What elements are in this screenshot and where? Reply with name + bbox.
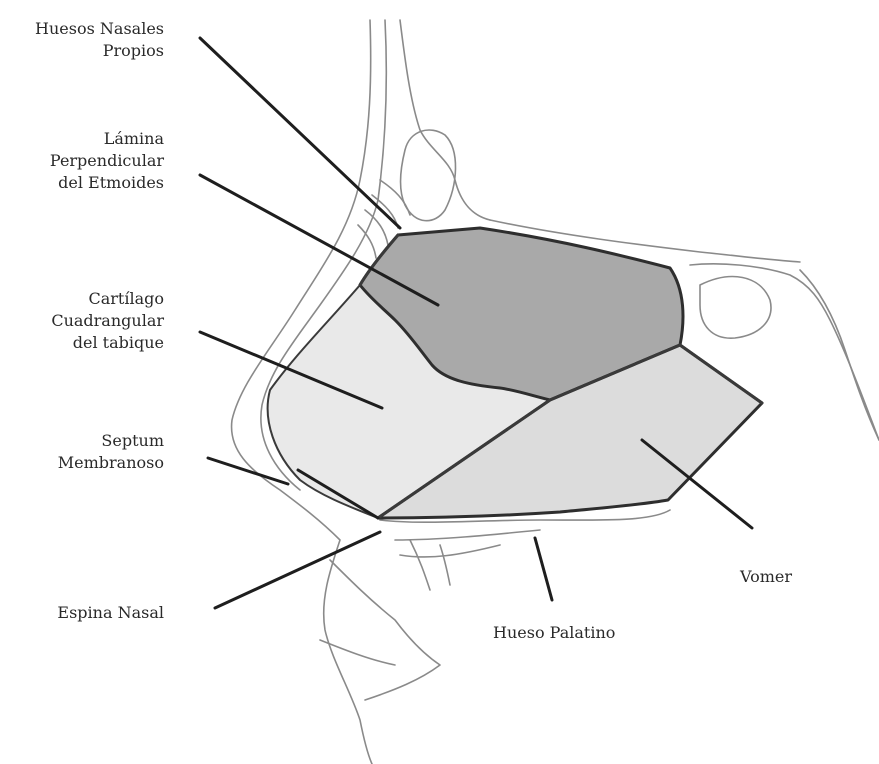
frontal-bone-outline — [400, 20, 490, 220]
label-line: Cartílago — [4, 288, 164, 310]
label-line: del Etmoides — [4, 172, 164, 194]
label-line: Propios — [4, 40, 164, 62]
maxilla-outline — [395, 530, 540, 590]
label-line: Hueso Palatino — [493, 622, 693, 644]
leader-hueso-palatino — [535, 538, 552, 600]
label-espina-nasal: Espina Nasal — [4, 602, 164, 624]
label-hueso-palatino: Hueso Palatino — [493, 622, 693, 644]
label-line: Cuadrangular — [4, 310, 164, 332]
label-vomer: Vomer — [740, 566, 840, 588]
label-cartilago: Cartílago Cuadrangular del tabique — [4, 288, 164, 354]
label-huesos-nasales: Huesos Nasales Propios — [4, 18, 164, 62]
lip-outline — [320, 560, 440, 700]
sphenoid-outline-2 — [800, 270, 879, 440]
frontal-sinus-outline — [400, 130, 455, 221]
leader-septum — [208, 458, 288, 484]
label-line: Septum — [4, 430, 164, 452]
label-line: del tabique — [4, 332, 164, 354]
label-line: Vomer — [740, 566, 840, 588]
label-line: Espina Nasal — [4, 602, 164, 624]
label-septum: Septum Membranoso — [4, 430, 164, 474]
label-lamina: Lámina Perpendicular del Etmoides — [4, 128, 164, 194]
leader-espina — [215, 532, 380, 608]
label-line: Perpendicular — [4, 150, 164, 172]
sphenoid-sinus-outline — [700, 277, 771, 339]
label-line: Lámina — [4, 128, 164, 150]
label-line: Huesos Nasales — [4, 18, 164, 40]
label-line: Membranoso — [4, 452, 164, 474]
